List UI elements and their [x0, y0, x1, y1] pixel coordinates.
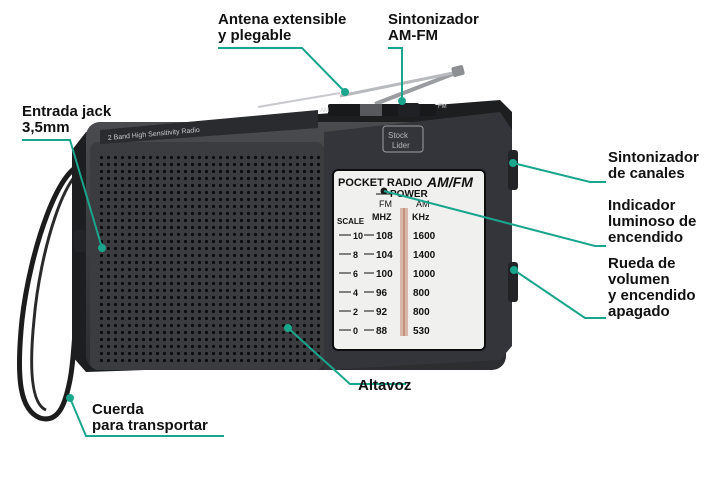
am-value: 1000 [413, 269, 436, 280]
label-strap: Cuerda para transportar [92, 401, 208, 434]
fm-value: 100 [376, 269, 393, 280]
fm-value: 88 [376, 326, 388, 337]
mhz-header: MHZ [372, 212, 392, 222]
scale-value: 4 [353, 288, 358, 298]
band-switch[interactable] [360, 104, 382, 116]
panel-title: POCKET RADIO [338, 177, 423, 189]
am-value: 800 [413, 307, 430, 318]
label-channel-tuner: Sintonizador de canales [608, 149, 699, 182]
brand-logo: Stock [388, 131, 409, 140]
label-antenna: Antena extensible y plegable [218, 11, 347, 44]
fm-value: 104 [376, 250, 393, 261]
am-value: 530 [413, 326, 430, 337]
scale-value: 2 [353, 307, 358, 317]
fm-value: 108 [376, 231, 393, 242]
band-am-label: AM [416, 199, 430, 209]
label-speaker: Altavoz [358, 377, 412, 394]
label-power-light: Indicador luminoso de encendido [608, 197, 697, 246]
antenna [257, 65, 465, 108]
scale-value: 6 [353, 269, 358, 279]
dial-rows: 10 108 1600 8 104 1400 6 100 1000 4 96 800 2 92 800 0 88… [339, 231, 436, 337]
switch-fm-label: FM [438, 104, 447, 110]
am-value: 1400 [413, 250, 436, 261]
scale-value: 10 [353, 231, 363, 241]
am-value: 1600 [413, 231, 436, 242]
channel-tuner-wheel[interactable] [508, 150, 518, 190]
fm-value: 92 [376, 307, 388, 318]
scale-value: 8 [353, 250, 358, 260]
scale-header: SCALE [337, 217, 365, 226]
tuning-knob[interactable] [398, 103, 420, 117]
label-volume-wheel: Rueda de volumen y encendido apagado [608, 255, 696, 320]
fm-value: 96 [376, 288, 388, 299]
label-jack: Entrada jack 3,5mm [22, 103, 112, 136]
khz-header: KHz [412, 212, 430, 222]
am-value: 800 [413, 288, 430, 299]
scale-value: 0 [353, 326, 358, 336]
svg-text:Lider: Lider [392, 141, 410, 150]
dial-panel: POCKET RADIO AM/FM POWER FM AM SCALE MHZ… [332, 169, 486, 351]
headphone-jack[interactable] [74, 230, 86, 252]
band-fm-label: FM [379, 199, 392, 209]
label-tuner-amfm: Sintonizador AM-FM [388, 11, 479, 44]
switch-am-label: AM [320, 108, 329, 114]
panel-band: AM/FM [426, 174, 473, 190]
callout-lines [22, 47, 606, 437]
power-label: POWER [390, 189, 429, 200]
